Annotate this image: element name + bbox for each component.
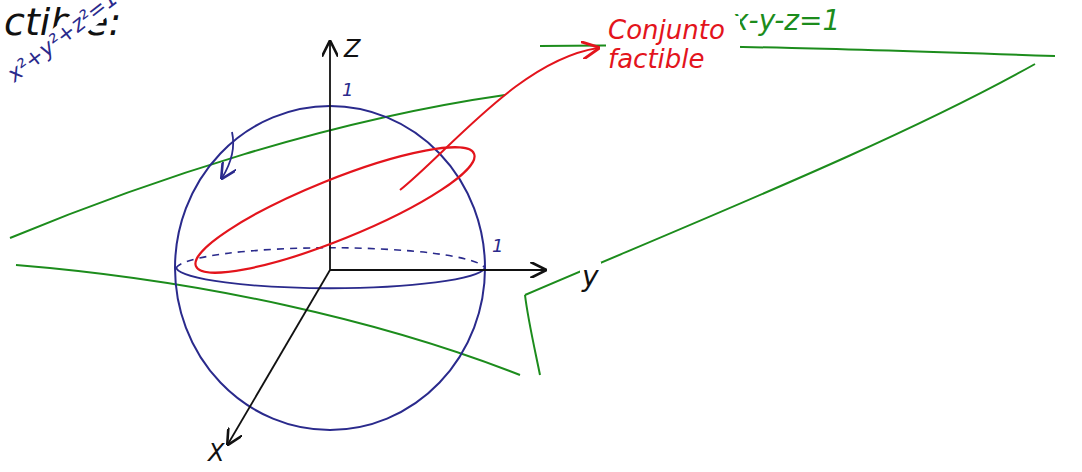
plane-edge — [16, 265, 520, 375]
leader-line — [222, 132, 233, 178]
leader-line — [400, 48, 598, 190]
axis-label: Z — [342, 36, 362, 62]
axis-label: y — [580, 262, 601, 293]
tick-label: 1 — [340, 80, 355, 100]
y-axis — [330, 269, 545, 271]
feasible-set-curve — [185, 126, 486, 294]
sphere-equator-front — [176, 268, 485, 288]
feasible-set-label: Conjunto factible — [606, 16, 740, 73]
plane-equation: x-y-z=1 — [730, 6, 842, 37]
axis-label: X — [206, 440, 226, 466]
z-axis — [329, 42, 331, 270]
x-axis — [228, 270, 330, 444]
plane-edge — [10, 95, 505, 238]
tick-label: 1 — [490, 236, 505, 256]
plane-edge — [525, 295, 540, 375]
plane-edge — [525, 64, 1035, 295]
